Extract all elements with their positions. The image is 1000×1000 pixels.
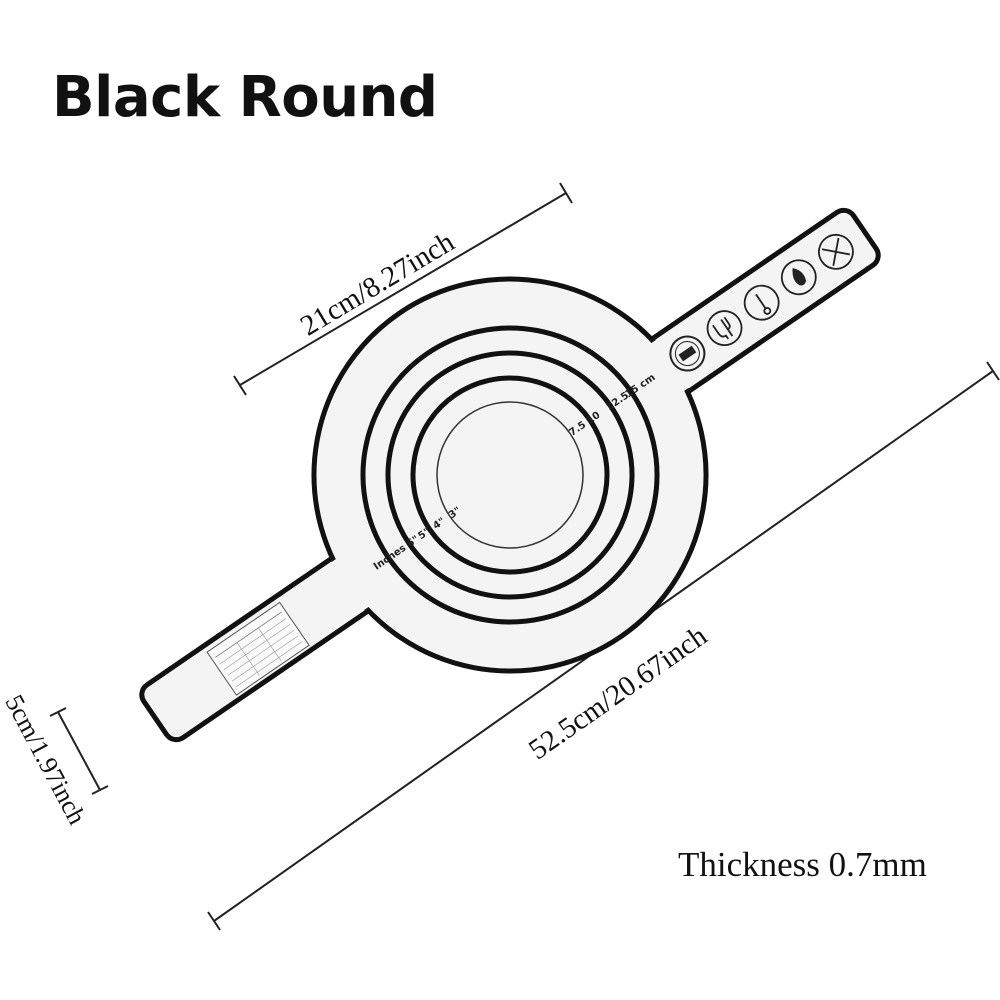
product-title: Black Round	[52, 65, 438, 130]
ring-15cm	[360, 325, 660, 625]
width-dimension-line	[49, 707, 109, 795]
mat-body: 7.5 10 12.5 15 cm Inches 6" 5" 4" 3"	[139, 207, 881, 743]
ring-10cm	[410, 375, 610, 575]
diameter-dimension-line	[233, 182, 573, 396]
temperature-icon	[743, 284, 780, 321]
ring-12-5cm	[385, 350, 635, 600]
silicone-badge-icon	[669, 335, 706, 372]
no-fire-icon	[780, 259, 817, 296]
no-knife-icon	[818, 233, 854, 270]
food-safe-icon	[706, 310, 743, 347]
mat-circle-fill	[318, 283, 702, 667]
thickness-label: Thickness 0.7mm	[678, 845, 927, 884]
ring-7-5cm	[436, 401, 584, 549]
conversion-table	[206, 601, 310, 696]
